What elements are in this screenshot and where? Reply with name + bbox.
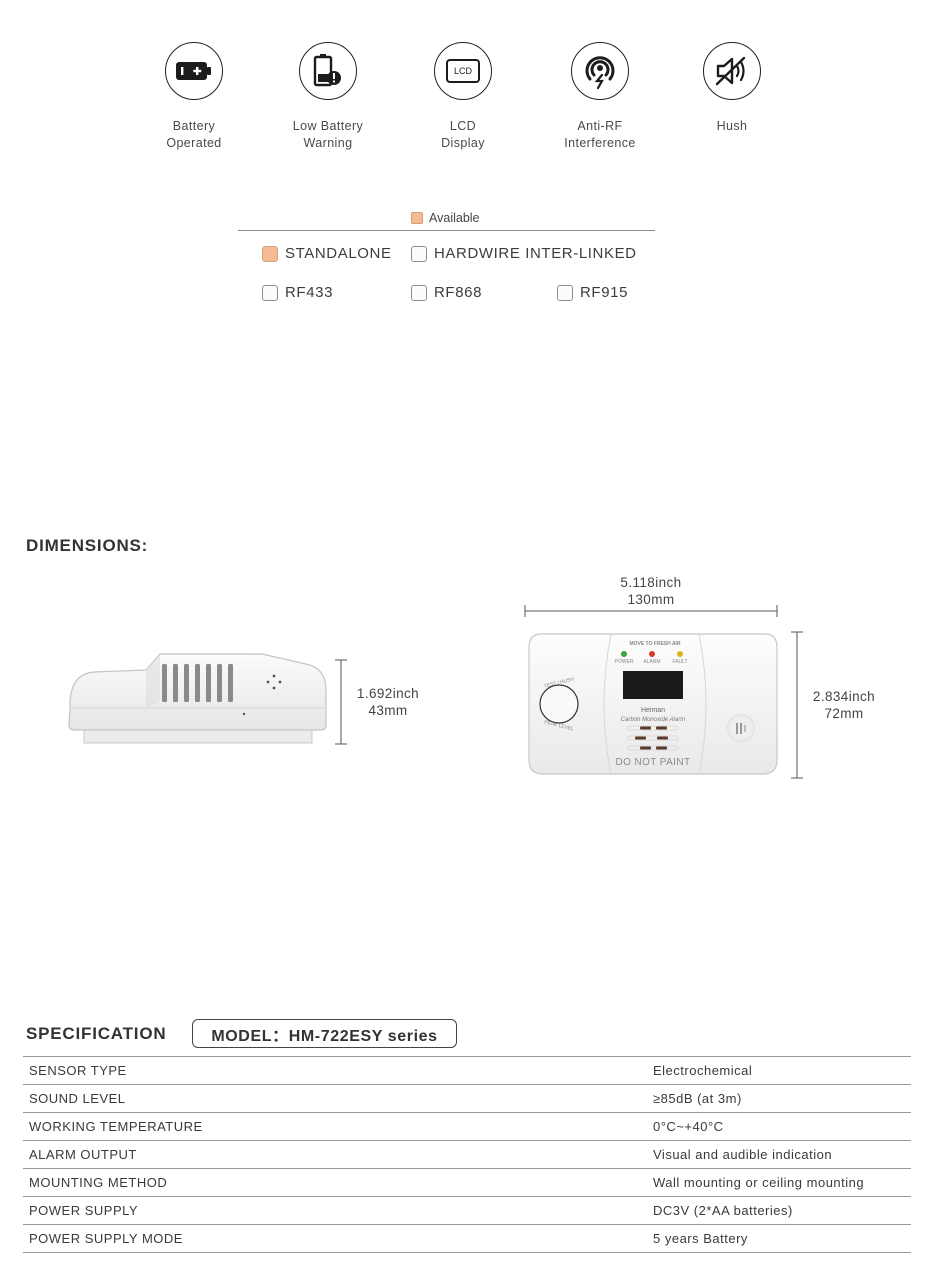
option-rf915: RF915 — [557, 284, 628, 301]
height-inch: 1.692inch — [356, 686, 420, 701]
depth-inch: 2.834inch — [812, 689, 876, 704]
product-name: Carbon Monoxide Alarm — [620, 717, 686, 723]
option-label: RF433 — [285, 284, 334, 301]
spec-value: 0°C~+40°C — [653, 1119, 724, 1134]
led-power-dot — [621, 651, 627, 657]
table-row: SOUND LEVEL ≥85dB (at 3m) — [23, 1085, 911, 1113]
depth-dimension-label: 2.834inch 72mm — [806, 688, 882, 722]
feature-hush: Hush — [667, 42, 797, 135]
height-dimension-label: 1.692inch 43mm — [352, 685, 424, 719]
spec-value: Visual and audible indication — [653, 1147, 833, 1162]
available-swatch — [411, 212, 423, 224]
checkbox-checked — [262, 245, 278, 262]
specification-title: SPECIFICATION — [26, 1024, 167, 1043]
checkbox — [411, 284, 427, 301]
device-top-label: MOVE TO FRESH AIR — [629, 641, 681, 647]
device-side-view — [68, 653, 327, 744]
spec-value: ≥85dB (at 3m) — [653, 1091, 742, 1106]
sound-grille — [727, 714, 755, 742]
width-inch: 5.118inch — [620, 575, 682, 590]
anti-rf-icon — [571, 42, 629, 100]
availability-divider — [238, 230, 655, 231]
model-label: MODEL：HM-722ESY series — [211, 1027, 438, 1045]
led-fault-label: FAULT — [672, 659, 688, 665]
led-fault-dot — [677, 651, 683, 657]
height-dimension-line — [335, 659, 347, 745]
option-rf868: RF868 — [411, 284, 482, 301]
lcd-icon-text: LCD — [453, 66, 472, 76]
battery-icon — [165, 42, 223, 100]
width-mm: 130mm — [627, 592, 675, 607]
led-alarm-dot — [649, 651, 655, 657]
spec-key: POWER SUPPLY — [29, 1203, 139, 1218]
width-dimension-line — [524, 605, 778, 617]
option-hardwire-inter-linked: HARDWIRE INTER-LINKED — [411, 245, 637, 262]
spec-key: MOUNTING METHOD — [29, 1175, 168, 1190]
lcd-display-icon: LCD — [434, 42, 492, 100]
spec-key: WORKING TEMPERATURE — [29, 1119, 203, 1134]
device-front-body — [528, 633, 778, 775]
option-rf433: RF433 — [262, 284, 333, 301]
depth-mm: 72mm — [824, 706, 864, 721]
spec-key: POWER SUPPLY MODE — [29, 1231, 183, 1246]
checkbox — [411, 245, 427, 262]
checkbox — [557, 284, 573, 301]
brand-logo: Heiman — [640, 707, 666, 714]
low-battery-warning-icon — [299, 42, 357, 100]
do-not-paint-label: DO NOT PAINT — [615, 757, 691, 768]
spec-value: 5 years Battery — [653, 1231, 748, 1246]
device-front-view: MOVE TO FRESH AIR POWER ALARM FAULT TEST… — [527, 632, 779, 777]
spec-value: Electrochemical — [653, 1063, 753, 1078]
width-dimension-label: 5.118inch 130mm — [610, 574, 692, 608]
available-legend-text: Available — [429, 211, 480, 225]
option-standalone: STANDALONE — [262, 245, 392, 262]
led-power-label: POWER — [614, 659, 634, 665]
option-label: RF915 — [580, 284, 629, 301]
checkbox — [262, 284, 278, 301]
dimensions-title: DIMENSIONS: — [26, 536, 149, 555]
spec-key: SENSOR TYPE — [29, 1063, 127, 1078]
option-label: HARDWIRE INTER-LINKED — [434, 245, 637, 262]
model-box: MODEL：HM-722ESY series — [192, 1019, 457, 1048]
table-row: WORKING TEMPERATURE 0°C~+40°C — [23, 1113, 911, 1141]
table-row: MOUNTING METHOD Wall mounting or ceiling… — [23, 1169, 911, 1197]
table-row: ALARM OUTPUT Visual and audible indicati… — [23, 1141, 911, 1169]
feature-label: Hush — [716, 119, 748, 133]
table-row: POWER SUPPLY MODE 5 years Battery — [23, 1225, 911, 1253]
table-row: POWER SUPPLY DC3V (2*AA batteries) — [23, 1197, 911, 1225]
spec-value: DC3V (2*AA batteries) — [653, 1203, 793, 1218]
option-label: RF868 — [434, 284, 483, 301]
availability-legend: Available — [411, 211, 480, 225]
spec-key: SOUND LEVEL — [29, 1091, 126, 1106]
spec-value: Wall mounting or ceiling mounting — [653, 1175, 865, 1190]
table-row: SENSOR TYPE Electrochemical — [23, 1057, 911, 1085]
spec-key: ALARM OUTPUT — [29, 1147, 137, 1162]
height-mm: 43mm — [368, 703, 408, 718]
hush-icon — [703, 42, 761, 100]
depth-dimension-line — [791, 631, 803, 779]
option-label: STANDALONE — [285, 245, 392, 262]
spec-table: SENSOR TYPE Electrochemical SOUND LEVEL … — [23, 1056, 911, 1253]
led-alarm-label: ALARM — [643, 659, 661, 665]
